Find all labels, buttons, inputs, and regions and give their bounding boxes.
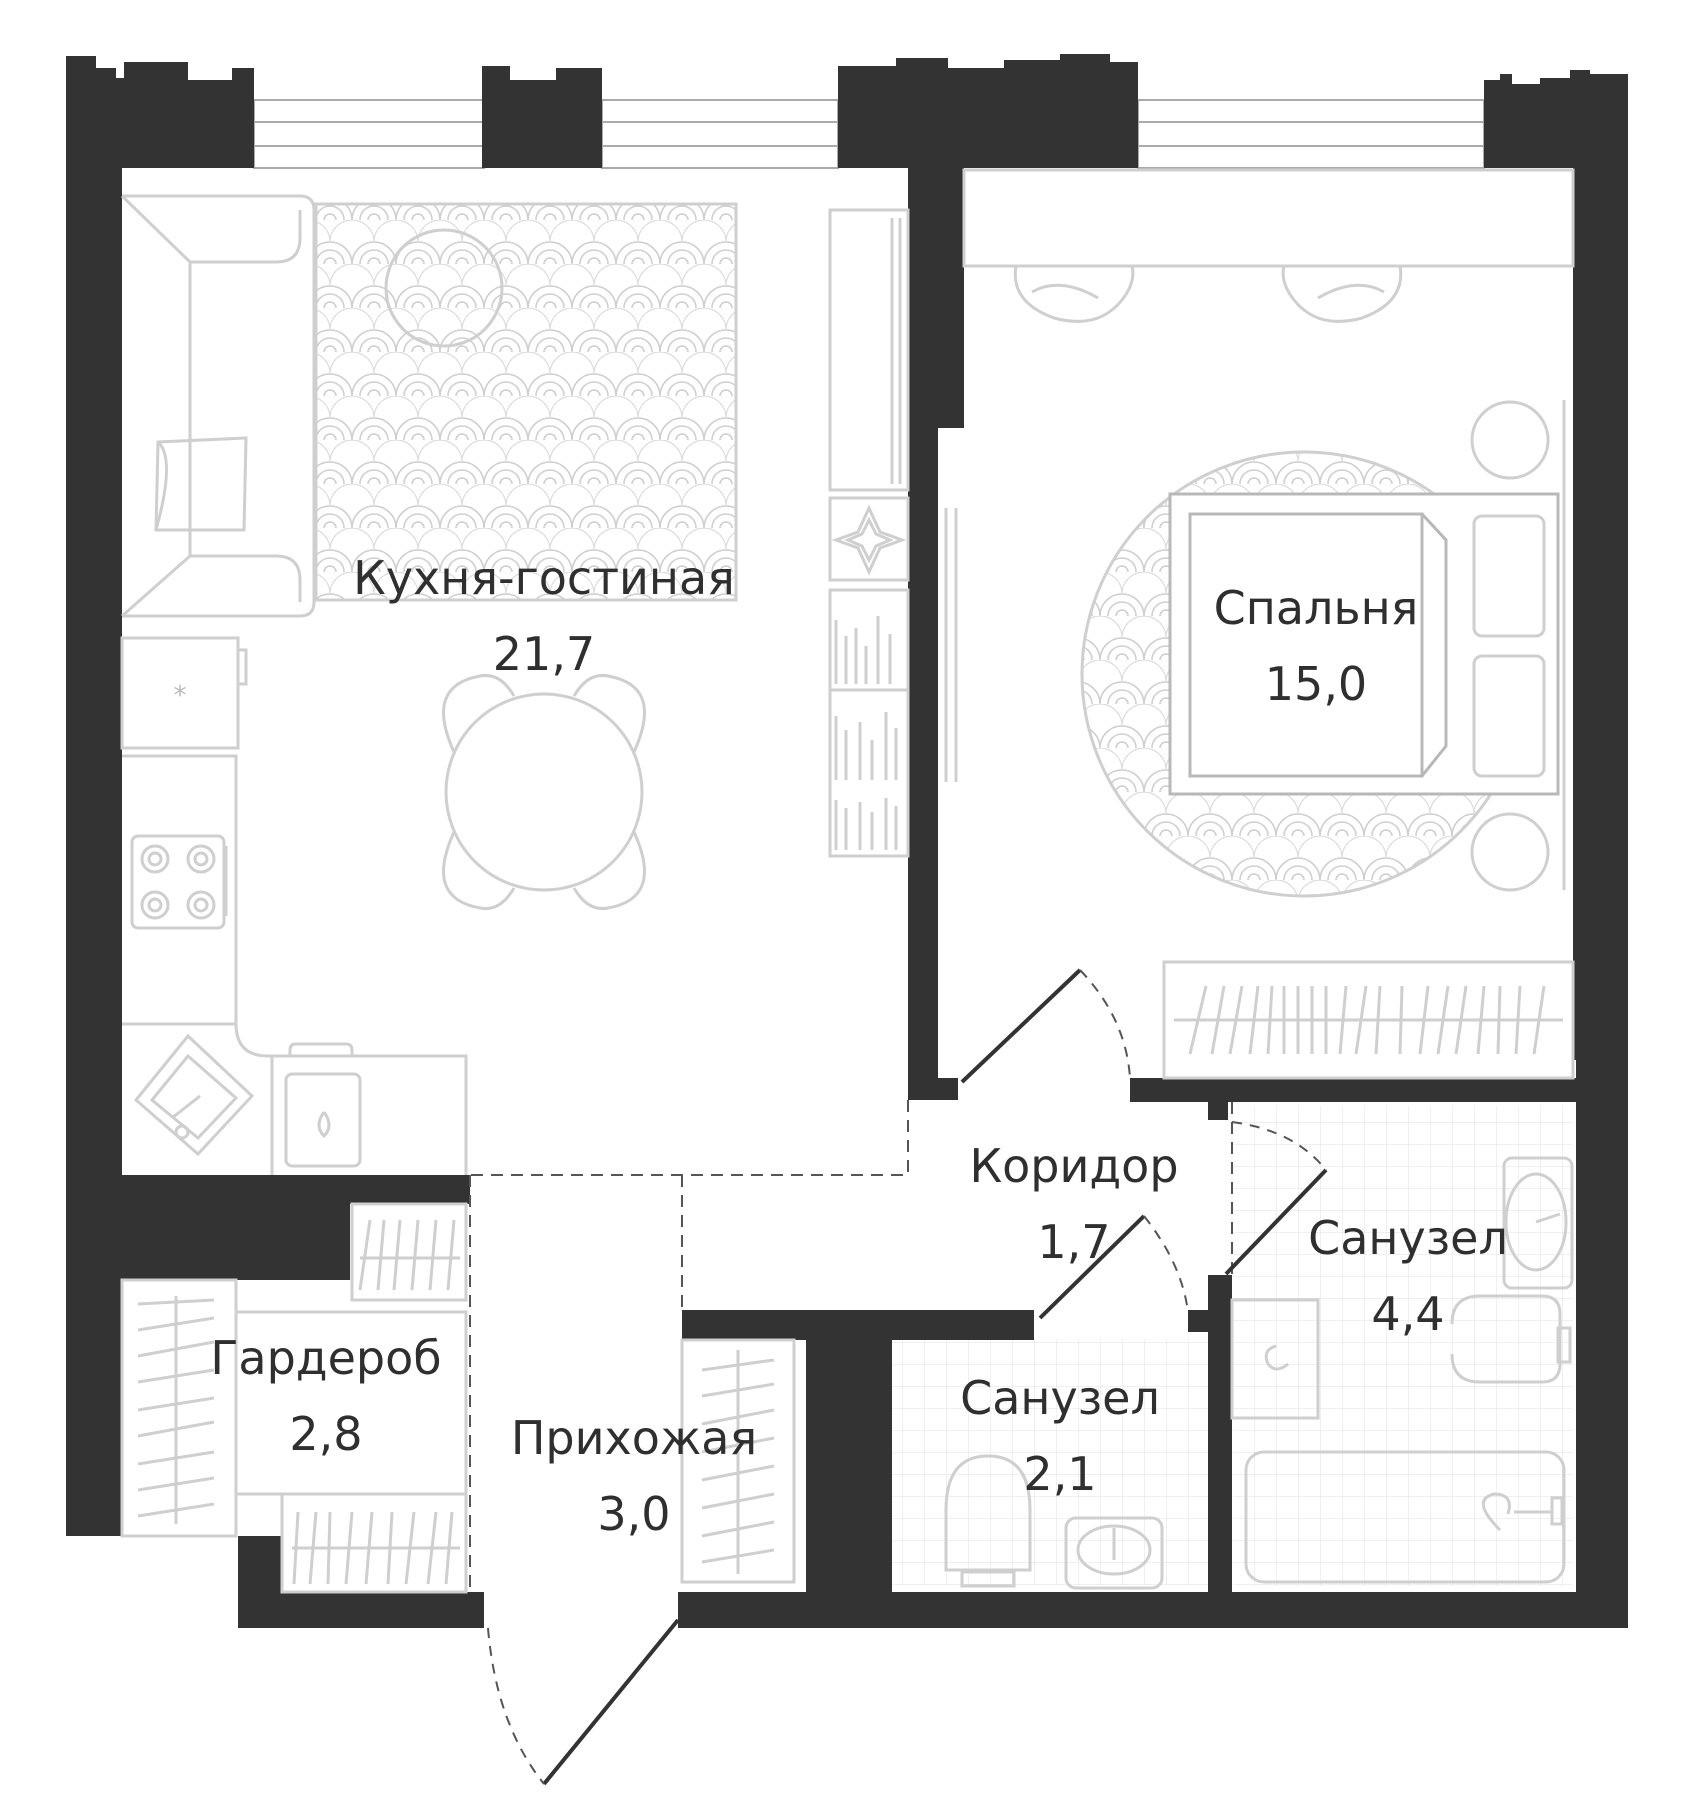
- room-label-kitchen-living: Кухня-гостиная 21,7: [353, 540, 735, 692]
- room-name: Санузел: [1308, 1211, 1508, 1265]
- room-area: 3,0: [597, 1487, 671, 1541]
- zone-boundaries: [466, 1100, 1233, 1592]
- room-name: Коридор: [969, 1139, 1179, 1193]
- room-area: 4,4: [1371, 1287, 1445, 1341]
- room-label-wardrobe: Гардероб 2,8: [210, 1320, 441, 1472]
- room-name: Кухня-гостиная: [353, 551, 735, 605]
- room-name: Санузел: [960, 1371, 1160, 1425]
- kitchen-living-furniture: *: [120, 194, 910, 1175]
- bathroom-small-door[interactable]: [1038, 1214, 1146, 1320]
- bedroom-furniture: [944, 168, 1575, 1080]
- room-area: 1,7: [1037, 1215, 1111, 1269]
- room-area: 21,7: [492, 627, 596, 681]
- room-label-bathroom-large: Санузел 4,4: [1308, 1200, 1508, 1352]
- room-name: Прихожая: [510, 1411, 758, 1465]
- room-label-bathroom-small: Санузел 2,1: [960, 1360, 1160, 1512]
- room-label-bedroom: Спальня 15,0: [1214, 570, 1419, 722]
- room-name: Спальня: [1213, 581, 1419, 635]
- room-name: Гардероб: [210, 1331, 442, 1385]
- room-area: 2,8: [289, 1407, 363, 1461]
- bathroom-large-door[interactable]: [1224, 1168, 1328, 1276]
- bathroom-fixtures: [944, 1156, 1574, 1590]
- room-area: 2,1: [1023, 1447, 1097, 1501]
- room-label-hallway: Прихожая 3,0: [511, 1400, 757, 1552]
- svg-text:*: *: [174, 681, 187, 711]
- doors[interactable]: [487, 968, 1328, 1786]
- bedroom-door[interactable]: [960, 968, 1082, 1084]
- walls: [66, 54, 1628, 1628]
- wardrobe-racks: [120, 1202, 796, 1594]
- room-label-corridor: Коридор 1,7: [969, 1128, 1178, 1280]
- entrance-door[interactable]: [542, 1618, 680, 1786]
- room-area: 15,0: [1264, 657, 1368, 711]
